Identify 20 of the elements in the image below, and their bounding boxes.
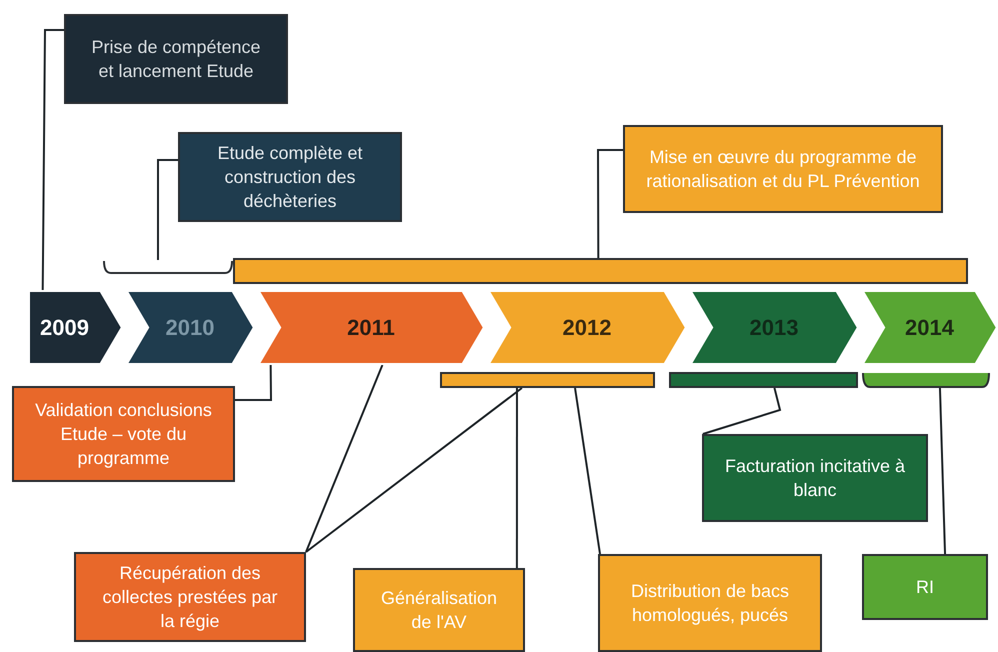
milestone-box: Distribution de bacs homologués, pucés	[598, 554, 822, 652]
leader-line	[574, 388, 601, 554]
milestone-box: Prise de compétence et lancement Etude	[64, 14, 288, 104]
leader-line	[702, 388, 782, 435]
milestone-box: Etude complète et construction des déchèteries	[178, 132, 402, 222]
milestone-box: RI	[862, 554, 988, 620]
milestone-box: Généralisation de l'AV	[353, 568, 525, 652]
leader-line	[597, 149, 623, 258]
milestone-box: Facturation incitative à blanc	[702, 434, 928, 522]
leader-line	[305, 387, 523, 553]
milestone-box: Mise en œuvre du programme de rationalisation et du PL Prévention	[623, 125, 943, 213]
year-segment: 2009	[28, 290, 123, 365]
leader-line	[305, 364, 384, 552]
milestone-box: Récupération des collectes prestées par la régie	[74, 552, 306, 642]
milestone-box: Validation conclusions Etude – vote du programme	[12, 386, 235, 482]
leader-line	[938, 388, 946, 554]
leader-line	[516, 388, 518, 568]
leader-line	[235, 364, 272, 402]
leader-line	[157, 159, 178, 260]
leader-line	[42, 29, 64, 290]
